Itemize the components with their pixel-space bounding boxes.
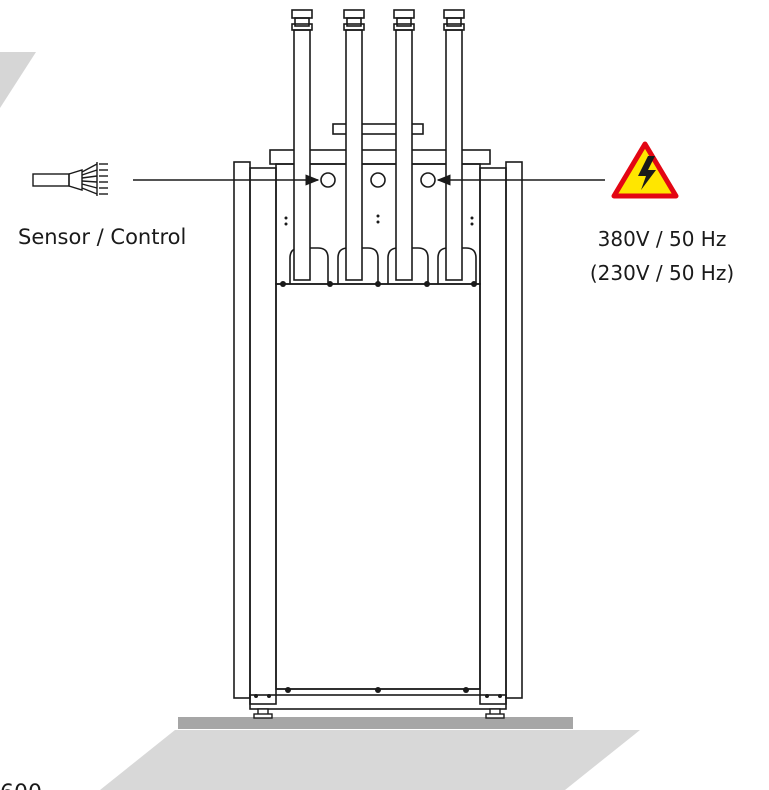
floor-shadow	[100, 730, 640, 790]
right-inner-column	[479, 167, 507, 705]
multi-wire-cable-icon	[32, 162, 108, 196]
pipe-fitting-2	[343, 9, 365, 31]
left-outer-column	[233, 161, 251, 699]
base-rail	[249, 694, 507, 710]
adjustable-feet	[253, 708, 505, 719]
pipe-fitting-3	[393, 9, 415, 31]
floor-plate	[178, 717, 573, 729]
top-cap	[332, 123, 424, 135]
power-main-label: 380V / 50 Hz	[598, 227, 727, 251]
pipe-4	[445, 29, 463, 281]
entry-hole-center	[370, 172, 386, 188]
pipe-1	[293, 29, 311, 281]
entry-hole-right	[420, 172, 436, 188]
lower-panel	[275, 283, 481, 690]
pipe-3	[395, 29, 413, 281]
right-outer-column	[505, 161, 523, 699]
high-voltage-warning-icon	[611, 141, 679, 199]
pipe-fitting-4	[443, 9, 465, 31]
sensor-control-label: Sensor / Control	[18, 225, 186, 249]
power-alt-label: (230V / 50 Hz)	[590, 261, 734, 285]
left-inner-column	[249, 167, 277, 705]
pipe-fitting-1	[291, 9, 313, 31]
pipe-2	[345, 29, 363, 281]
boiler-unit	[233, 9, 523, 710]
entry-hole-left	[320, 172, 336, 188]
bolts	[254, 214, 502, 698]
shadow-wedge-top-left	[0, 52, 36, 108]
width-dimension-label: 600	[0, 781, 42, 790]
